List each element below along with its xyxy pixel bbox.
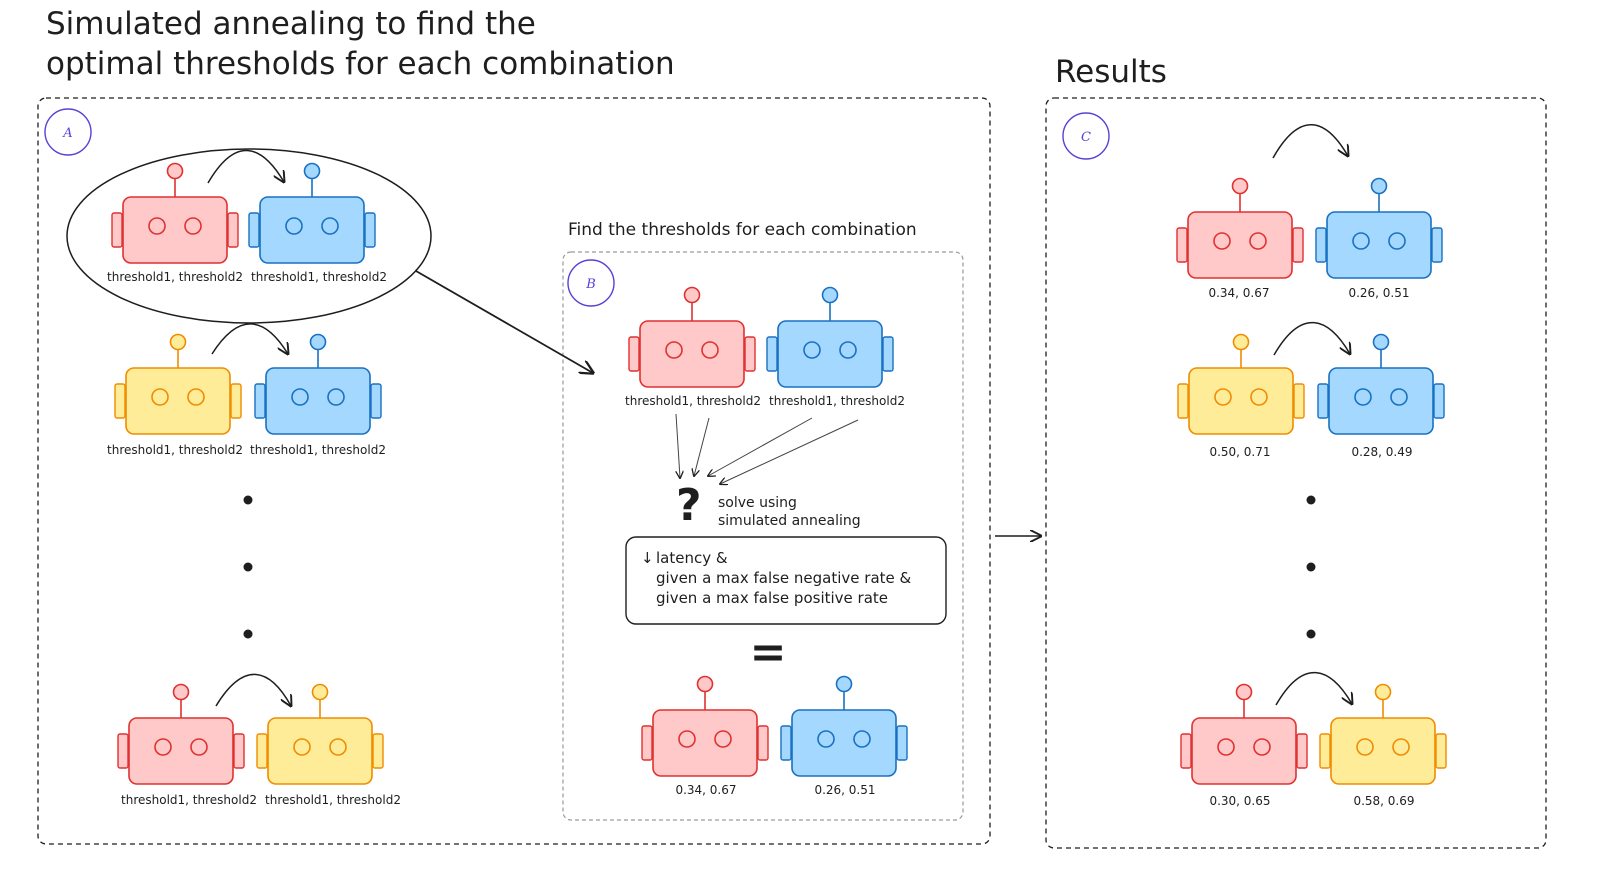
result-label: 0.28, 0.49	[1351, 445, 1412, 459]
panel-b-input-pair	[628, 286, 894, 388]
robot-icon	[114, 333, 242, 435]
condition-line-1: latency &	[656, 549, 728, 567]
robot-icon	[1317, 333, 1445, 435]
pair-label: threshold1, threshold2	[265, 793, 401, 807]
title-line-2: optimal thresholds for each combination	[46, 46, 675, 82]
robot-icon	[1315, 177, 1443, 279]
converge-arrow	[694, 417, 710, 476]
pair-label: threshold1, threshold2	[769, 394, 905, 408]
robot-icon	[256, 683, 384, 785]
panel-a-pair	[114, 333, 382, 435]
handoff-arrow	[215, 673, 291, 706]
zoom-arrow	[415, 270, 593, 373]
panel-a-frame	[37, 97, 991, 845]
panel-a-pair	[111, 162, 376, 264]
handoff-arrow	[1273, 321, 1350, 355]
robot-icon	[117, 683, 245, 785]
pair-label: threshold1, threshold2	[250, 443, 386, 457]
robot-icon	[1176, 177, 1304, 279]
robot-icon	[641, 675, 769, 777]
robot-icon	[111, 162, 239, 264]
ellipsis-dot	[1306, 495, 1316, 505]
robot-icon	[766, 286, 894, 388]
results-pair	[1177, 333, 1445, 435]
handoff-arrow	[1272, 124, 1348, 158]
condition-line-3: given a max false positive rate	[656, 589, 888, 607]
tag-c-label: C	[1081, 130, 1091, 145]
handoff-arrow	[211, 323, 288, 354]
ellipsis-dot	[1306, 629, 1316, 639]
results-title: Results	[1055, 54, 1167, 90]
handoff-arrow	[1275, 671, 1352, 705]
ellipsis-dot	[243, 495, 253, 505]
pair-label: threshold1, threshold2	[625, 394, 761, 408]
robot-icon	[628, 286, 756, 388]
ellipsis-dot	[243, 629, 253, 639]
tag-c: C	[1062, 112, 1110, 160]
tag-b: B	[567, 259, 615, 307]
pair-label: threshold1, threshold2	[251, 270, 387, 284]
pair-label: 0.26, 0.51	[814, 783, 875, 797]
results-pair	[1180, 683, 1447, 785]
equals-sign: =	[750, 627, 787, 678]
results-panel-frame	[1045, 97, 1547, 849]
title-line-1: Simulated annealing to find the	[46, 6, 536, 42]
converge-arrow	[720, 419, 859, 484]
result-label: 0.34, 0.67	[1208, 286, 1269, 300]
panel-b-frame	[562, 251, 964, 821]
converge-arrow	[708, 417, 813, 476]
result-label: 0.30, 0.65	[1209, 794, 1270, 808]
converge-arrow	[675, 413, 680, 478]
result-label: 0.50, 0.71	[1209, 445, 1270, 459]
condition-line-2: given a max false negative rate &	[656, 569, 912, 587]
robot-icon	[780, 675, 908, 777]
tag-b-label: B	[585, 277, 596, 292]
conditions-box	[625, 536, 947, 625]
solve-text-1: solve using	[718, 495, 797, 511]
results-pair	[1176, 177, 1443, 279]
panel-b-heading: Find the thresholds for each combination	[568, 220, 917, 240]
pair-label: threshold1, threshold2	[107, 270, 243, 284]
robot-icon	[248, 162, 376, 264]
panel-b-output-pair	[641, 675, 908, 777]
ellipsis-dot	[243, 562, 253, 572]
solve-text-2: simulated annealing	[718, 513, 861, 529]
pair-label: 0.34, 0.67	[675, 783, 736, 797]
panel-a-pair	[117, 683, 384, 785]
down-arrow-icon: ↓	[641, 549, 654, 567]
ellipsis-dot	[1306, 562, 1316, 572]
robot-icon	[254, 333, 382, 435]
robot-icon	[1180, 683, 1308, 785]
result-label: 0.58, 0.69	[1353, 794, 1414, 808]
question-mark: ?	[676, 480, 702, 531]
robot-icon	[1319, 683, 1447, 785]
pair-label: threshold1, threshold2	[121, 793, 257, 807]
tag-a-label: A	[62, 126, 72, 141]
handoff-arrow	[207, 149, 284, 183]
tag-a: A	[44, 108, 92, 156]
pair-label: threshold1, threshold2	[107, 443, 243, 457]
robot-icon	[1177, 333, 1305, 435]
highlight-ellipse	[66, 148, 432, 324]
result-label: 0.26, 0.51	[1348, 286, 1409, 300]
